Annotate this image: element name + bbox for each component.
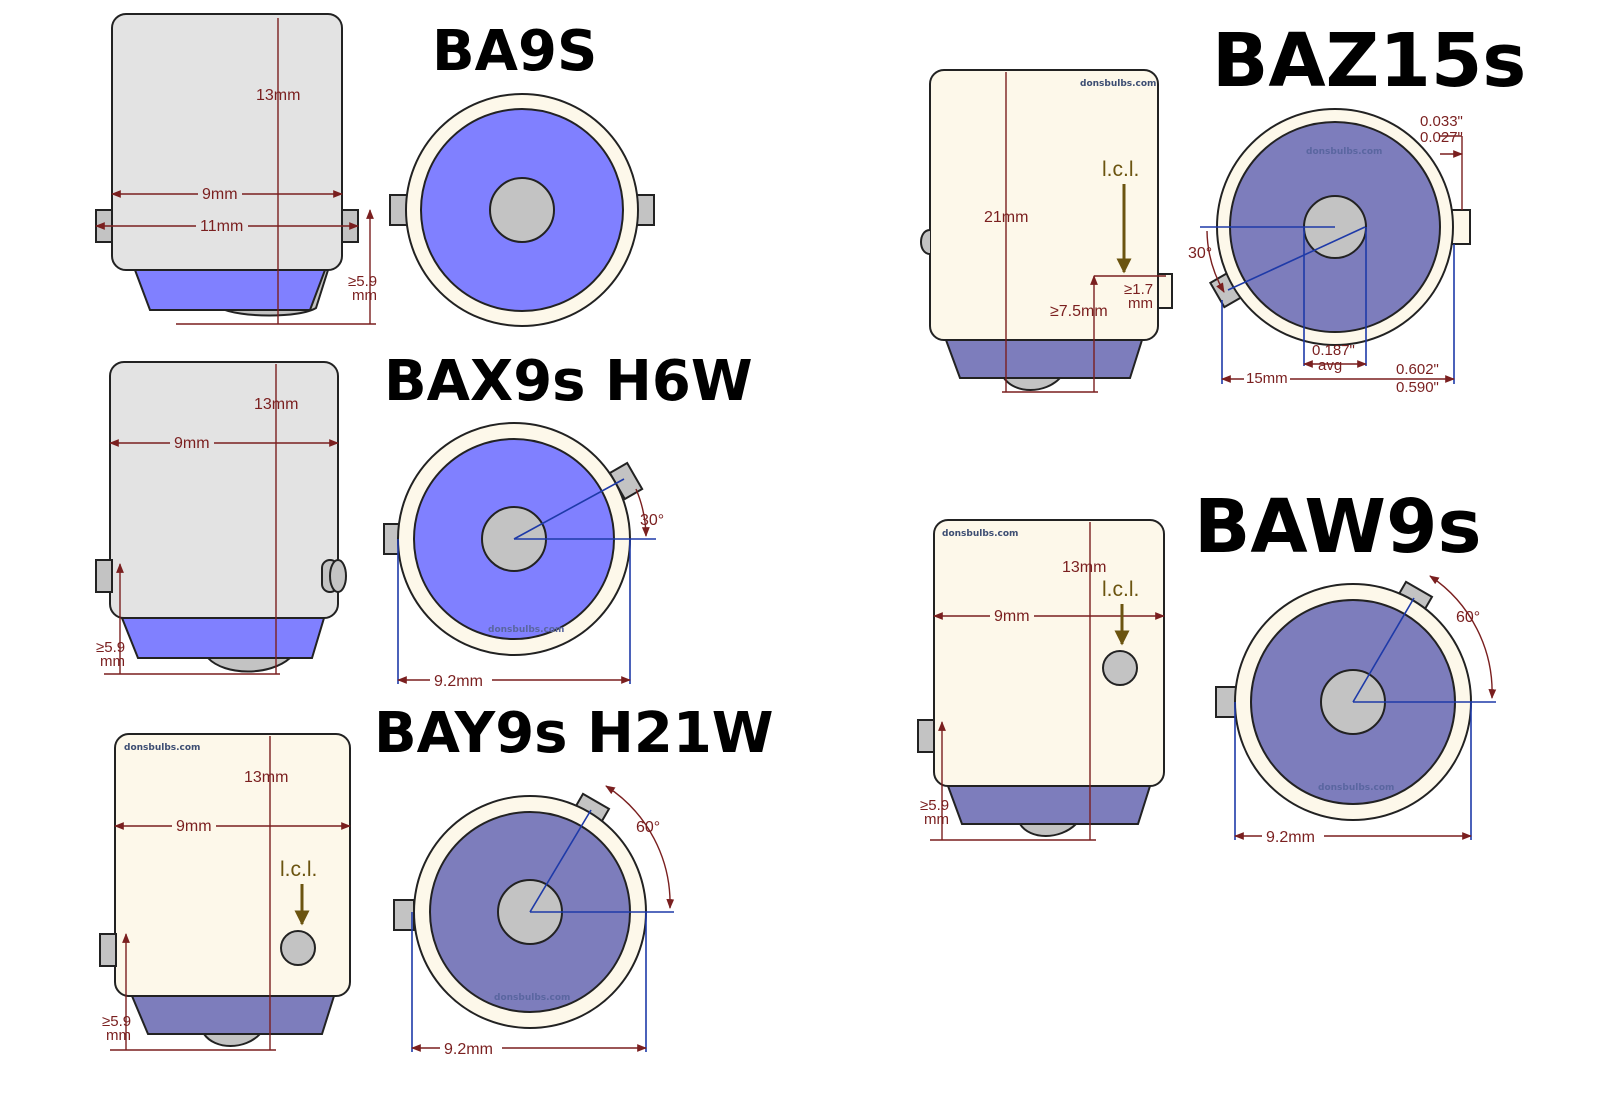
pin-angle-line <box>513 478 625 540</box>
bayonet-pin-left <box>1215 686 1237 718</box>
angle-arc <box>1429 575 1497 699</box>
watermark: donsbulbs.com <box>1080 79 1156 89</box>
watermark: donsbulbs.com <box>494 993 570 1003</box>
insulator-base <box>130 995 336 1035</box>
pin-height-label: ≥1.7 <box>1124 281 1153 298</box>
side-view-bay9s: donsbulbs.com 13mm 9mm l.c.l. ≥5.9 mm <box>99 733 351 1051</box>
insulator-base <box>120 617 326 659</box>
pin-angle-line <box>1352 597 1415 703</box>
icl-label: l.c.l. <box>1102 578 1139 601</box>
bayonet-pin-right <box>1157 273 1173 309</box>
title-baw9s: BAW9s <box>1194 484 1482 570</box>
side-view-baz15s: donsbulbs.com 21mm l.c.l. ≥7.5mm ≥1.7 mm <box>920 69 1173 393</box>
pin-bottom-label: 0.027" <box>1420 129 1463 146</box>
side-view-bax9s: 13mm 9mm ≥5.9 mm <box>95 361 347 675</box>
height-label: 13mm <box>1062 559 1106 576</box>
side-view-baw9s: donsbulbs.com 13mm 9mm l.c.l. ≥5.9 mm <box>917 519 1165 841</box>
panel-baz15s: BAZ15s donsbulbs.com 21mm l.c.l. ≥7.5mm … <box>920 18 1526 396</box>
bayonet-pin-offset <box>280 930 316 966</box>
angle-label: 60° <box>1456 609 1480 626</box>
title-baz15s: BAZ15s <box>1212 18 1526 104</box>
bayonet-pin-left <box>920 229 931 255</box>
bulb-shell <box>109 361 339 619</box>
watermark: donsbulbs.com <box>942 529 1018 539</box>
title-ba9s: BA9S <box>432 19 597 84</box>
bayonet-pin-right <box>329 559 347 593</box>
icl-label: l.c.l. <box>1102 158 1139 181</box>
width-label: 9mm <box>176 818 212 835</box>
end-view-bax9s: 30° 9.2mm donsbulbs.com <box>383 422 664 690</box>
pin-height-label: ≥5.9 <box>96 639 125 656</box>
pin-top-label: 0.033" <box>1420 113 1463 130</box>
panel-bay9s: BAY9s H21W donsbulbs.com 13mm 9mm l.c.l.… <box>99 701 774 1058</box>
pin-height-label: ≥5.9 <box>348 273 377 290</box>
side-view-ba9s: 13mm 9mm 11mm ≥5.9 mm <box>95 13 377 325</box>
bayonet-pin-right <box>1451 209 1471 245</box>
panel-ba9s: BA9S 13mm 9mm 11mm ≥5.9 mm <box>95 13 655 327</box>
pin-height-unit: mm <box>924 811 949 828</box>
offset-sub-label: avg <box>1318 357 1342 374</box>
bulb-shell <box>933 519 1165 787</box>
angle-arc <box>605 785 675 909</box>
insulator-base <box>946 785 1152 825</box>
pin-angle-line <box>1227 226 1366 291</box>
title-bay9s: BAY9s H21W <box>374 701 774 766</box>
bayonet-pin-left <box>917 719 935 753</box>
insulator-base <box>133 269 327 311</box>
bayonet-pin-offset <box>1102 650 1138 686</box>
pin-height-unit: mm <box>352 287 377 304</box>
angle-label: 30° <box>640 512 664 529</box>
diameter-label: 9.2mm <box>434 673 483 690</box>
end-view-bay9s: 60° 9.2mm donsbulbs.com <box>393 785 675 1058</box>
watermark: donsbulbs.com <box>1318 783 1394 793</box>
height-label: 13mm <box>254 396 298 413</box>
bulb-shell <box>111 13 343 271</box>
pin-height-unit: mm <box>100 653 125 670</box>
diameter-label: 9.2mm <box>1266 829 1315 846</box>
end-view-ba9s <box>389 93 655 327</box>
offset-label: 0.187" <box>1312 342 1355 359</box>
title-bax9s: BAX9s H6W <box>384 349 753 414</box>
icl-label: l.c.l. <box>280 858 317 881</box>
pin-height-label: ≥5.9 <box>102 1013 131 1030</box>
panel-bax9s: BAX9s H6W 13mm 9mm ≥5.9 mm <box>95 349 753 690</box>
height-label: 21mm <box>984 209 1028 226</box>
pin-angle-line <box>529 809 592 913</box>
center-contact <box>489 177 555 243</box>
watermark: donsbulbs.com <box>1306 147 1382 157</box>
watermark: donsbulbs.com <box>488 625 564 635</box>
bulb-shell <box>114 733 351 997</box>
insulator-base <box>944 339 1144 379</box>
end-view-baz15s: donsbulbs.com 30° 0.187" avg 15mm 0.602"… <box>1188 108 1471 396</box>
pin-width-label: 11mm <box>200 218 243 235</box>
width-label: 9mm <box>174 435 210 452</box>
height-label: 13mm <box>256 87 300 104</box>
radius-label: 15mm <box>1246 370 1288 387</box>
watermark: donsbulbs.com <box>124 743 200 753</box>
diameter-label: 9.2mm <box>444 1041 493 1058</box>
bayonet-pin-left <box>95 559 113 593</box>
dia-bottom-label: 0.590" <box>1396 379 1439 396</box>
width-label: 9mm <box>994 608 1030 625</box>
bulb-shell <box>929 69 1159 341</box>
end-view-baw9s: donsbulbs.com 60° 9.2mm <box>1215 575 1497 846</box>
angle-label: 60° <box>636 819 660 836</box>
pin-height-label: ≥5.9 <box>920 797 949 814</box>
angle-label: 30° <box>1188 245 1212 262</box>
inner-width-label: 9mm <box>202 186 238 203</box>
bayonet-pin-left <box>99 933 117 967</box>
icl-height-label: ≥7.5mm <box>1050 303 1108 320</box>
bayonet-pin-left <box>393 899 415 931</box>
angle-arc <box>635 488 650 537</box>
height-label: 13mm <box>244 769 288 786</box>
panel-baw9s: BAW9s donsbulbs.com 13mm 9mm l.c.l. ≥5.9… <box>917 484 1497 846</box>
angle-arc <box>1206 230 1225 293</box>
dia-top-label: 0.602" <box>1396 361 1439 378</box>
pin-height-unit: mm <box>1128 295 1153 312</box>
pin-height-unit: mm <box>106 1027 131 1044</box>
